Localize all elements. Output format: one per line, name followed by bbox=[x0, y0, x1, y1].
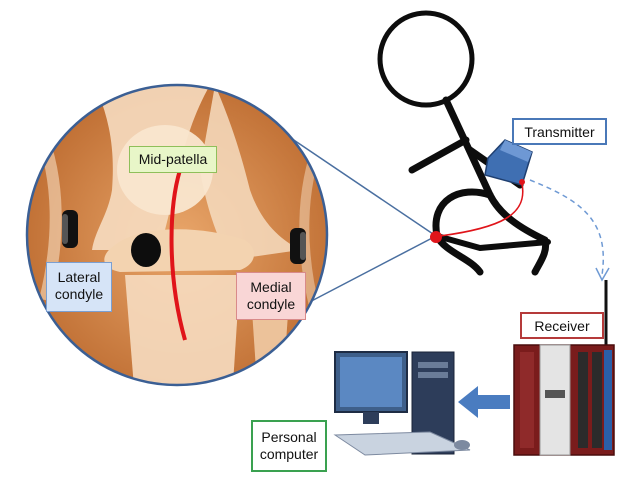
knee-sensor-dot bbox=[430, 231, 442, 243]
medial-condyle-label: Medial condyle bbox=[236, 272, 306, 320]
figure-arm-left bbox=[412, 140, 466, 170]
figure-head bbox=[380, 13, 472, 105]
personal-computer-label: Personal computer bbox=[251, 420, 327, 472]
receiver-device bbox=[514, 280, 614, 455]
receiver-label: Receiver bbox=[520, 312, 604, 339]
transmitter-device bbox=[485, 140, 532, 185]
lateral-electrode bbox=[62, 210, 78, 248]
data-flow-arrow bbox=[458, 386, 510, 418]
medial-electrode bbox=[290, 228, 306, 264]
mid-patella-label: Mid-patella bbox=[129, 146, 217, 173]
center-electrode bbox=[131, 233, 161, 267]
transmitter-label: Transmitter bbox=[512, 118, 607, 145]
personal-computer-device bbox=[335, 352, 470, 455]
lateral-condyle-label: Lateral condyle bbox=[46, 262, 112, 312]
